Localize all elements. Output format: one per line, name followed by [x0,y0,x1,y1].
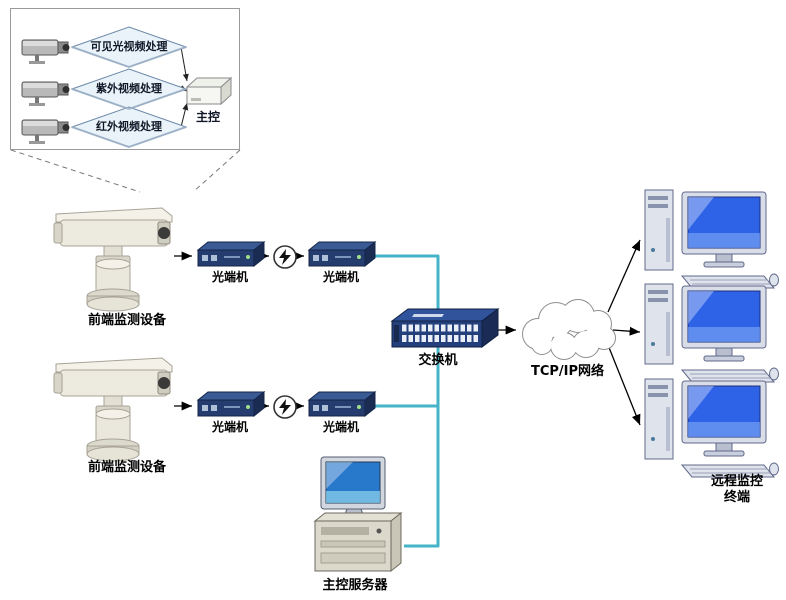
master-control-label: 主控 [195,110,220,124]
inset-flow-shapes [70,26,189,149]
ethernet-switch-icon [390,308,500,348]
cctv-camera-icon [21,119,70,144]
optical-transceiver-icon [307,240,377,268]
process-diamond-label: 可见光视频处理 [90,40,168,53]
process-diamond-label: 红外视频处理 [96,120,162,133]
camera2-label: 前端监测设备 [87,460,166,475]
optical-transceiver-icon [196,240,266,268]
terminals-label: 远程监控 终端 [710,474,763,506]
workstation-icon [644,189,779,289]
transceiver3-label: 光端机 [211,420,248,434]
ptz-camera-icon [53,207,173,312]
workstation-icon [644,378,779,478]
switch-label: 交换机 [418,353,458,368]
transceiver1-label: 光端机 [211,270,248,284]
transceiver4-label: 光端机 [322,420,359,434]
cctv-camera-icon [21,39,70,64]
fiber-link-icon [273,395,297,419]
workstation-icon [644,283,779,383]
optical-transceiver-icon [196,390,266,418]
cloud-label: TCP/IP网络 [530,364,605,379]
server-icon [313,456,403,573]
tcpip-cloud-icon [522,299,616,360]
optical-transceiver-icon [307,390,377,418]
cctv-camera-icon [21,81,70,106]
ptz-camera-icon [53,357,173,462]
master-control-icon [185,76,233,106]
camera1-label: 前端监测设备 [87,313,166,328]
process-diamond-label: 紫外视频处理 [96,82,162,95]
camera-detail-inset: 可见光视频处理 紫外视频处理 红外视频处理 主控 [10,8,240,150]
server-label: 主控服务器 [322,578,388,593]
fiber-link-icon [273,245,297,269]
transceiver2-label: 光端机 [322,270,359,284]
